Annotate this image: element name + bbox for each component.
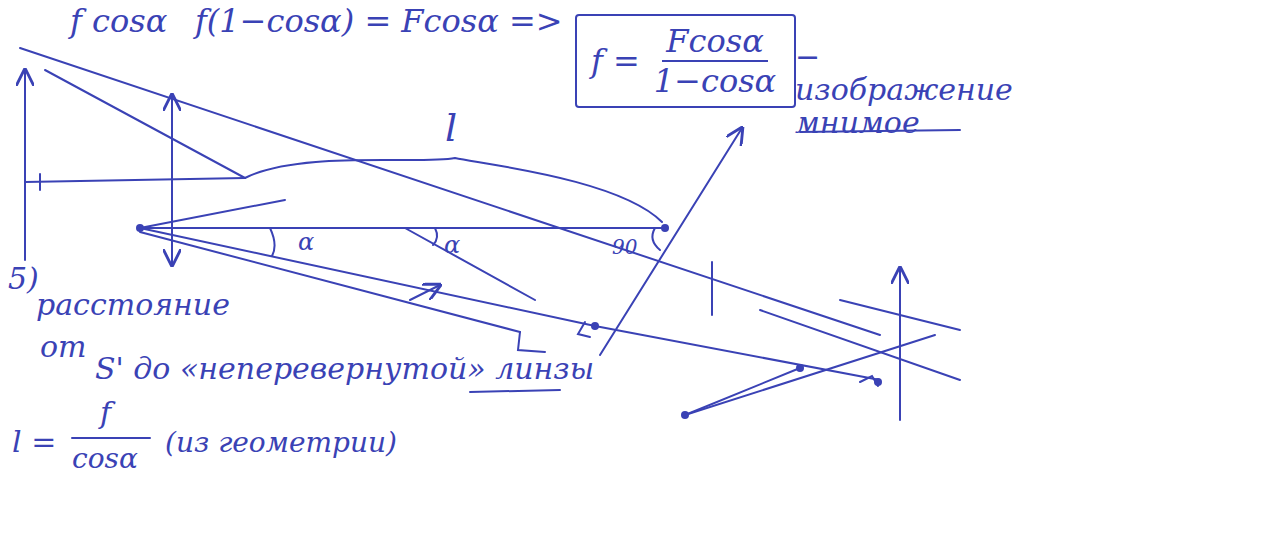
handwritten-label: расстояние <box>36 288 230 321</box>
pointer-arrow <box>410 285 440 300</box>
tick <box>39 174 41 190</box>
point <box>136 224 144 232</box>
angle-arc <box>270 228 275 256</box>
handwritten-label: 5) <box>8 262 39 295</box>
object-line <box>711 262 713 315</box>
handwritten-label: f(1−cosα) = Fcosα => <box>195 4 563 39</box>
handwritten-label: − изображение мнимое <box>795 40 1045 139</box>
handwritten-label: α <box>298 229 314 255</box>
lens-symbol <box>899 268 901 420</box>
handwritten-label: f cosα <box>70 4 167 39</box>
ray-line <box>140 200 285 228</box>
handwritten-label: cosα <box>72 444 138 475</box>
ray-line <box>595 326 880 380</box>
numerator: Fcosα <box>662 22 767 62</box>
handwritten-label: f <box>100 396 111 429</box>
ray-line <box>405 228 535 300</box>
ray-line <box>685 368 800 415</box>
axis-line <box>25 178 245 182</box>
brace <box>245 158 662 222</box>
denominator: 1−cosα <box>650 62 780 100</box>
fraction-bar <box>72 437 150 439</box>
handwritten-label: α <box>444 232 460 258</box>
handwritten-label: от <box>40 330 87 363</box>
formula-lhs: f = <box>591 42 640 80</box>
point <box>874 378 882 386</box>
point <box>796 364 804 372</box>
handwritten-label: l = <box>12 425 56 458</box>
angle-arc <box>433 228 437 245</box>
angle-arc <box>652 228 660 250</box>
handwritten-label: (из геометрии) <box>165 428 397 459</box>
ray-line <box>760 310 960 380</box>
right-angle-mark <box>578 322 590 337</box>
ray-line <box>45 70 245 178</box>
ray-line <box>140 227 665 229</box>
point <box>681 411 689 419</box>
handwritten-label: l <box>445 108 457 150</box>
handwritten-label: S' до «неперевернутой» линзы <box>95 352 594 385</box>
boxed-formula: f = Fcosα1−cosα <box>575 14 796 108</box>
ray-line <box>20 48 880 335</box>
underline <box>470 390 560 392</box>
axis-line <box>24 70 26 260</box>
fraction: Fcosα1−cosα <box>650 22 780 100</box>
right-angle-mark <box>518 332 545 352</box>
ray-line <box>840 300 960 330</box>
point <box>661 224 669 232</box>
point <box>591 322 599 330</box>
handwritten-label: 90 <box>612 236 637 258</box>
normal-line <box>600 128 742 355</box>
ray-line <box>685 335 935 415</box>
